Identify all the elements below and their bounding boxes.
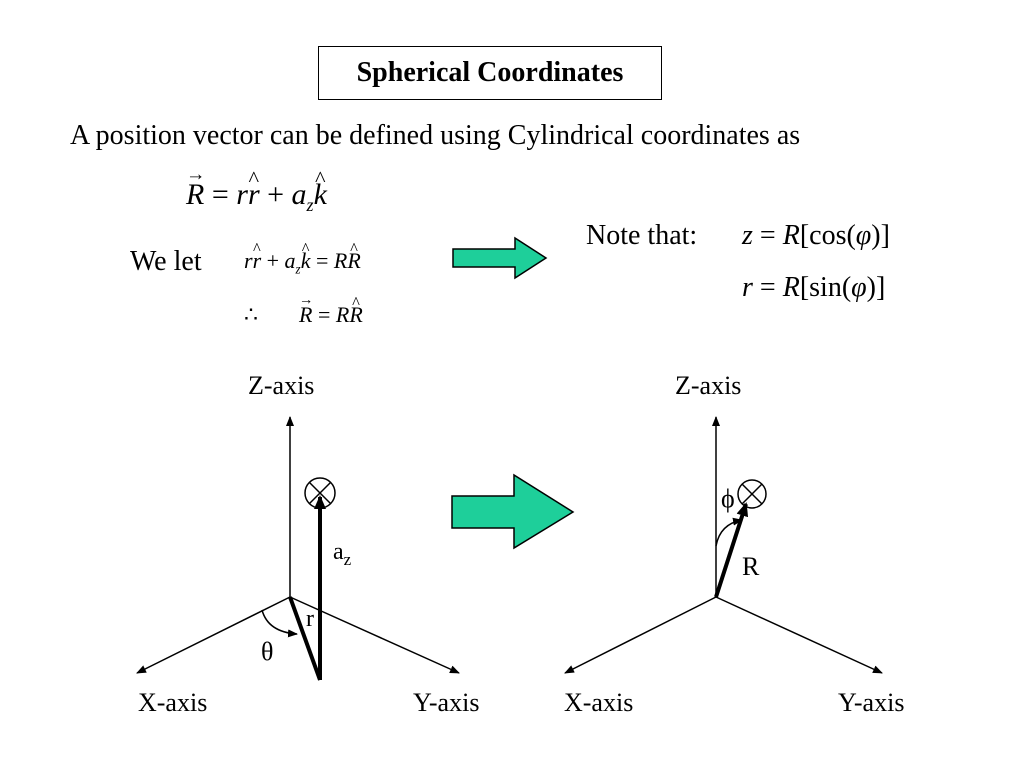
right-x-axis-label: X-axis (564, 688, 633, 717)
right-x-axis-line (564, 596, 717, 674)
left-x-axis-label: X-axis (138, 688, 207, 717)
coef-R: R (333, 248, 348, 273)
main-equation: R = rr + azk (186, 164, 328, 216)
closing-bracket: )] (866, 272, 886, 303)
unit-R-hat: R (349, 293, 363, 328)
right-z-axis-label: Z-axis (675, 371, 741, 400)
subscript-z: z (306, 195, 314, 215)
phi-arc (715, 517, 743, 547)
transition-arrow-small (452, 236, 548, 280)
note-equation-r: r = R[sin(φ)] (742, 272, 885, 304)
unit-r-hat: r (248, 166, 260, 212)
cos-function: [cos( (799, 220, 856, 251)
az-label: az (333, 539, 352, 569)
R-label: R (742, 552, 760, 581)
coef-a: a (284, 248, 296, 273)
equals-sign: = (317, 302, 331, 327)
theta-arc (261, 609, 298, 638)
plus-sign: + (267, 178, 285, 211)
note-equation-z: z = R[cos(φ)] (742, 220, 890, 252)
page-title: Spherical Coordinates (356, 57, 624, 88)
coef-R: R (782, 220, 800, 251)
coef-a: a (291, 178, 307, 211)
phi-symbol: φ (855, 220, 872, 251)
equals-sign: = (759, 220, 776, 251)
right-y-axis-label: Y-axis (838, 688, 904, 717)
lhs-r: r (742, 272, 753, 303)
we-let-equation: rr + azk = RR (244, 239, 361, 277)
equals-sign: = (315, 248, 329, 273)
right-y-axis-line (715, 596, 883, 674)
lhs-z: z (742, 220, 753, 251)
right-axes-diagram: Z-axis X-axis Y-axis R ϕ (564, 371, 904, 717)
unit-R-hat: R (347, 239, 361, 274)
subscript-z: z (295, 261, 301, 277)
circled-x-icon (737, 479, 767, 509)
left-y-axis-label: Y-axis (413, 688, 479, 717)
phi-symbol: φ (851, 272, 867, 303)
phi-label: ϕ (721, 484, 735, 513)
left-z-axis-label: Z-axis (248, 371, 314, 400)
coef-R: R (782, 272, 800, 303)
intro-text: A position vector can be defined using C… (70, 120, 801, 151)
az-label-sub: z (344, 550, 352, 569)
vector-R: R (186, 164, 205, 212)
therefore-symbol: ∴ (244, 302, 258, 327)
unit-k-hat: k (314, 166, 328, 212)
we-let-label: We let (130, 246, 202, 277)
unit-k-hat: k (301, 239, 311, 274)
equals-sign: = (759, 272, 776, 303)
closing-bracket: )] (871, 220, 890, 251)
sin-function: [sin( (799, 272, 852, 303)
coef-r: r (236, 178, 248, 211)
equals-sign: = (211, 178, 229, 211)
transition-arrow-large (451, 473, 575, 550)
therefore-equation: ∴ R = RR (244, 292, 363, 328)
az-label-main: a (333, 539, 344, 565)
title-box: Spherical Coordinates (318, 46, 662, 100)
vector-R: R (299, 292, 313, 328)
left-axes-diagram: Z-axis X-axis Y-axis az r θ (136, 371, 479, 717)
coef-r: r (244, 248, 253, 273)
r-label: r (306, 606, 314, 632)
theta-label: θ (261, 637, 273, 666)
coef-R: R (335, 302, 350, 327)
unit-r-hat: r (253, 239, 262, 274)
left-x-axis-line (136, 596, 291, 674)
note-label: Note that: (586, 220, 698, 251)
circled-x-icon (304, 477, 336, 509)
r-vector (288, 596, 322, 681)
plus-sign: + (266, 248, 280, 273)
R-vector (714, 502, 749, 598)
